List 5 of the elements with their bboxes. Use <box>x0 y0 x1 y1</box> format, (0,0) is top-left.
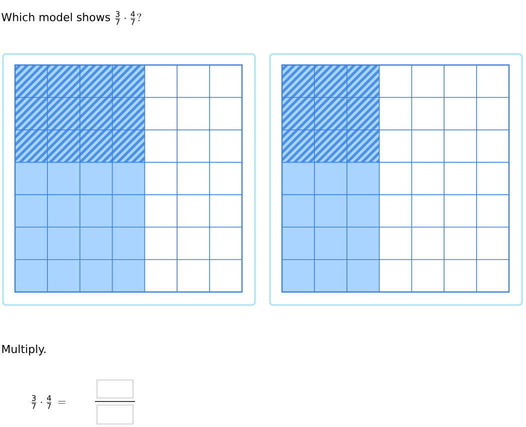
instruction-text: Multiply. <box>2 344 46 356</box>
answer-card <box>2 53 256 306</box>
equation: $\frac{3}{7}\cdot\frac{4}{7}\,=$ <box>31 395 66 409</box>
answer-card <box>269 53 523 306</box>
question-text: Which model shows $\frac{3}{7}\cdot\frac{4}{7}?$ <box>2 11 142 25</box>
